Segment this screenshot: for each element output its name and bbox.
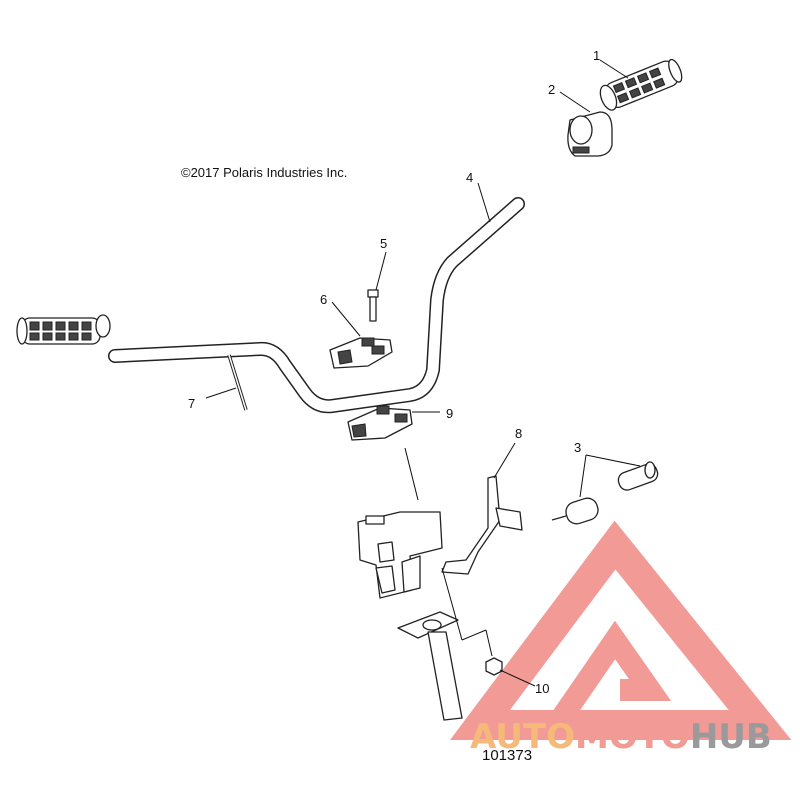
clamp-bolt [367, 289, 379, 322]
switch-right [617, 461, 659, 491]
callout-3: 3 [574, 440, 581, 455]
leader-lines [205, 59, 641, 687]
handlebar [108, 197, 525, 414]
steering-post [397, 611, 463, 721]
switch-left [551, 497, 599, 525]
copyright-text: ©2017 Polaris Industries Inc. [181, 165, 347, 180]
right-grip [599, 58, 683, 111]
callout-4: 4 [466, 170, 473, 185]
callout-9: 9 [446, 406, 453, 421]
bent-bracket [441, 475, 523, 575]
part-number: 101373 [482, 747, 532, 764]
cable-rod [227, 354, 248, 411]
upper-clamp [329, 337, 393, 369]
callout-1: 1 [593, 48, 600, 63]
watermark-text: AUTOMOTOHUB [470, 717, 772, 757]
lower-clamp [347, 405, 413, 441]
callout-8: 8 [515, 426, 522, 441]
nut [485, 657, 503, 676]
mount-bracket [357, 511, 443, 599]
watermark-auto: AUTO [470, 717, 575, 757]
callout-10: 10 [535, 681, 549, 696]
callout-6: 6 [320, 292, 327, 307]
callout-5: 5 [380, 236, 387, 251]
watermark-moto: MOTO [575, 717, 690, 757]
callout-7: 7 [188, 396, 195, 411]
callout-2: 2 [548, 82, 555, 97]
watermark-logo [450, 520, 792, 740]
watermark-hub: HUB [690, 717, 772, 757]
left-grip [16, 314, 111, 345]
throttle-housing [567, 111, 613, 157]
